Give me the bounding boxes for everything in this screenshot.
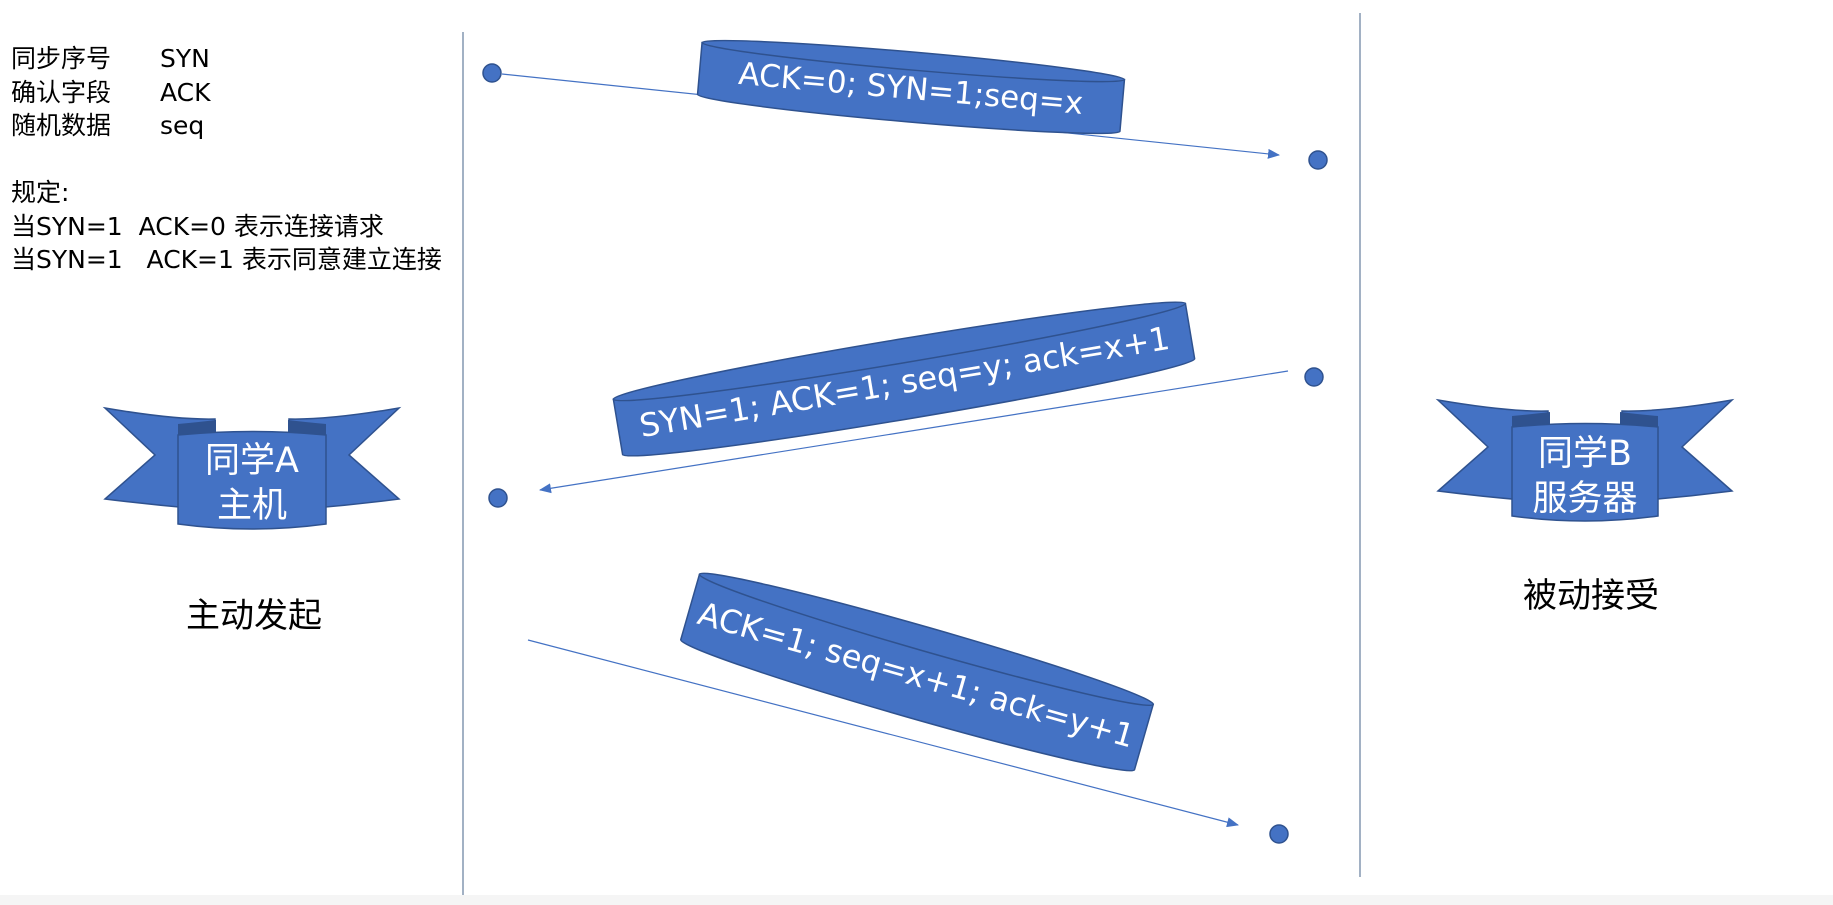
legend-abbr: seq	[160, 111, 205, 140]
legend-term: 同步序号	[11, 44, 112, 73]
legend-row-syn: 同步序号 SYN	[11, 42, 442, 76]
legend-abbr: ACK	[160, 77, 211, 107]
host-b-label-line1: 同学B	[1538, 434, 1632, 474]
rules-title: 规定:	[11, 178, 70, 207]
host-a-label-line1: 同学A	[205, 441, 299, 481]
endpoint-dot	[1308, 150, 1328, 170]
message-syn-ack-shape: SYN=1; ACK=1; seq=y; ack=x+1	[612, 301, 1196, 457]
arrow-syn-ack	[539, 370, 1289, 494]
endpoint-dot	[482, 63, 502, 83]
host-a-label-line2: 主机	[217, 486, 287, 526]
host-a-banner: 同学A 主机	[102, 406, 402, 530]
host-b-banner: 同学B 服务器	[1435, 398, 1735, 522]
host-a-caption: 主动发起	[186, 596, 322, 636]
bottom-strip	[0, 895, 1833, 905]
message-syn-shape: ACK=0; SYN=1;seq=x	[696, 39, 1126, 135]
message-ack-shape: ACK=1; seq=x+1; ack=y+1	[680, 572, 1155, 772]
legend-term: 确认字段	[11, 77, 112, 107]
rule-connection-request: 当SYN=1 ACK=0 表示连接请求	[11, 211, 384, 241]
legend: 同步序号 SYN 确认字段 ACK 随机数据 seq 规定: 当SYN=1 ACK=0…	[11, 42, 442, 277]
endpoint-dot	[1304, 367, 1324, 387]
legend-term: 随机数据	[11, 111, 112, 140]
legend-row-seq: 随机数据 seq	[11, 109, 442, 143]
endpoint-dot	[1269, 824, 1289, 844]
legend-row-ack: 确认字段 ACK	[11, 76, 442, 110]
rule-connection-accept: 当SYN=1 ACK=1 表示同意建立连接	[11, 245, 442, 274]
legend-abbr: SYN	[160, 44, 210, 73]
endpoint-dot	[488, 488, 508, 508]
arrow-ack	[527, 639, 1239, 828]
host-b-label-line2: 服务器	[1532, 479, 1637, 519]
host-b-caption: 被动接受	[1523, 576, 1659, 616]
